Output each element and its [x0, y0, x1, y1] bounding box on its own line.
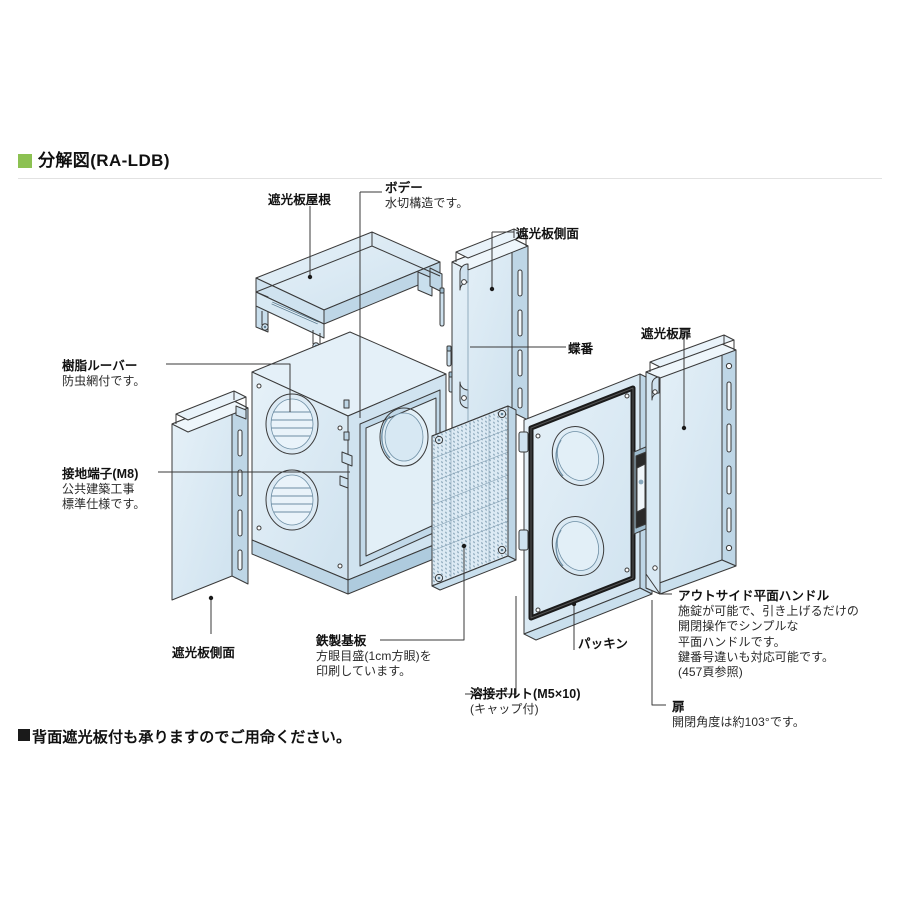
callout-weld-bolt: 溶接ボルト(M5×10)(キャップ付): [470, 686, 581, 717]
footnote-text: 背面遮光板付も承りますのでご用命ください。: [32, 729, 352, 746]
callout-subline: 印刷しています。: [316, 664, 412, 679]
callout-subline: (キャップ付): [470, 702, 539, 716]
callout-packing: パッキン: [578, 636, 628, 652]
callout-subline: (457頁参照): [678, 665, 743, 680]
callout-shade-side-top: 遮光板側面: [516, 226, 579, 242]
callout-title: 樹脂ルーバー: [62, 359, 138, 373]
callout-subline: 水切構造です。: [385, 196, 469, 210]
callout-subline: 平面ハンドルです。: [678, 634, 786, 649]
callout-subline: 方眼目盛(1cm方眼)を: [316, 649, 432, 663]
callout-title: 遮光板側面: [516, 227, 580, 241]
shade-roof-part: [255, 231, 443, 350]
callout-title: 扉: [672, 700, 685, 714]
black-square-bullet-icon: [18, 729, 30, 741]
callout-title: 溶接ボルト(M5×10): [470, 687, 581, 701]
shade-door-part: [645, 334, 737, 595]
base-plate-part: [431, 405, 517, 591]
callout-subline: 鍵番号違いも対応可能です。: [678, 650, 835, 665]
callout-subline: 施錠が可能で、引き上げるだけの: [678, 604, 860, 618]
heading-divider: [18, 178, 882, 179]
callout-body: ボデー水切構造です。: [385, 180, 469, 211]
callout-door: 扉開閉角度は約103°です。: [672, 699, 805, 730]
callout-subline: 開閉操作でシンプルな: [678, 619, 799, 634]
callout-title: アウトサイド平面ハンドル: [678, 589, 830, 603]
section-title: 分解図(RA-LDB): [38, 151, 170, 170]
callout-subline: 防虫網付です。: [62, 374, 146, 388]
callout-subline: 開閉角度は約103°です。: [672, 715, 805, 729]
shade-side-left: [171, 390, 249, 601]
callout-subline: 標準仕様です。: [62, 497, 146, 512]
callout-title: 鉄製基板: [316, 634, 367, 648]
callout-steel-base-plate: 鉄製基板方眼目盛(1cm方眼)を印刷しています。: [316, 633, 432, 680]
callout-resin-louver: 樹脂ルーバー防虫網付です。: [62, 358, 146, 389]
footnote: 背面遮光板付も承りますのでご用命ください。: [18, 726, 351, 747]
callout-title: ボデー: [385, 181, 423, 195]
callout-title: 接地端子(M8): [62, 467, 139, 481]
callout-title: 遮光板扉: [641, 327, 692, 341]
leader-lines: [158, 191, 685, 706]
callout-title: 遮光板側面: [172, 646, 236, 660]
callout-shade-side-bottom: 遮光板側面: [172, 645, 235, 661]
callout-title: パッキン: [578, 637, 629, 651]
callout-hinge: 蝶番: [568, 341, 593, 357]
body-part: [251, 331, 447, 595]
door-part: [518, 373, 653, 641]
callout-ground-terminal: 接地端子(M8)公共建築工事標準仕様です。: [62, 466, 146, 513]
callout-title: 蝶番: [568, 342, 594, 356]
callout-shade-roof: 遮光板屋根: [268, 192, 331, 208]
section-heading: 分解図(RA-LDB): [18, 152, 170, 169]
callout-title: 遮光板屋根: [268, 193, 332, 207]
shade-side-right: [451, 228, 529, 442]
callout-shade-door: 遮光板扉: [641, 326, 691, 342]
green-square-bullet-icon: [18, 153, 32, 168]
callout-outside-flat-handle: アウトサイド平面ハンドル施錠が可能で、引き上げるだけの開閉操作でシンプルな平面ハ…: [678, 588, 859, 681]
callout-subline: 公共建築工事: [62, 482, 135, 496]
